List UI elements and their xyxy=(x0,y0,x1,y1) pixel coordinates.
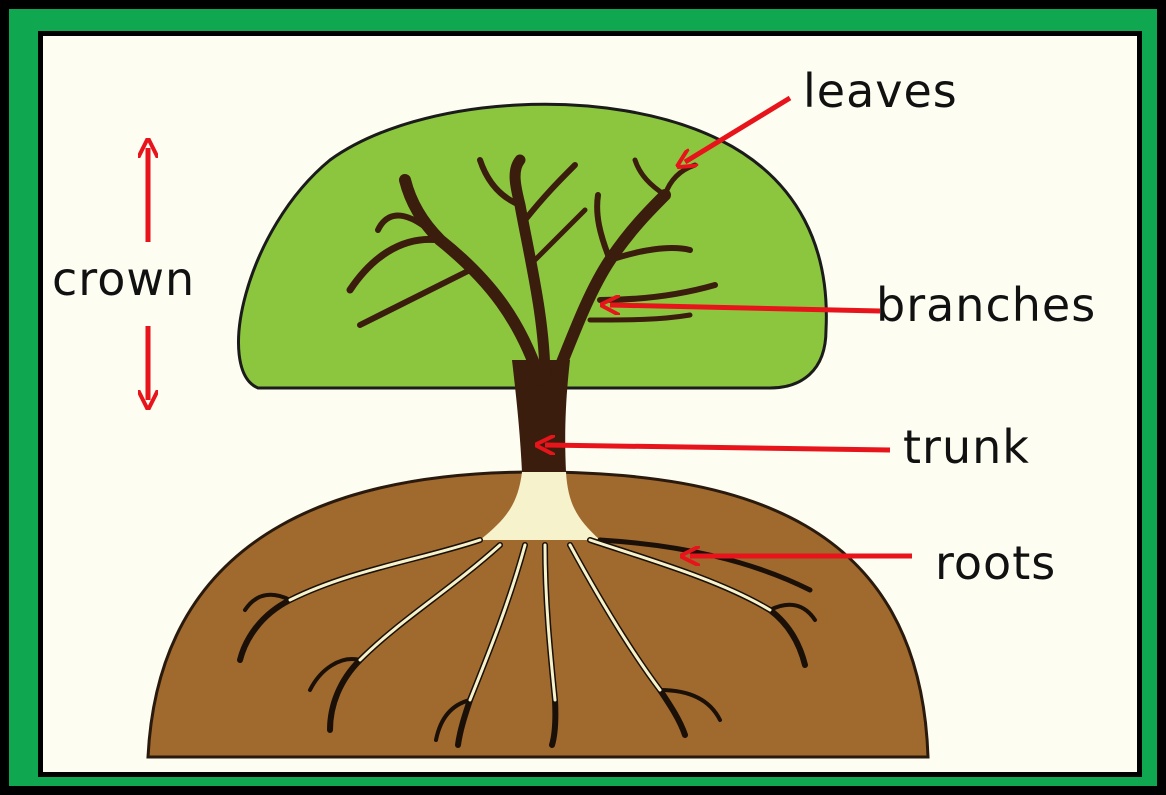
label-branches: branches xyxy=(876,282,1096,328)
label-trunk: trunk xyxy=(903,424,1030,470)
label-crown: crown xyxy=(52,256,195,302)
label-roots: roots xyxy=(935,540,1056,586)
label-leaves: leaves xyxy=(803,68,958,114)
